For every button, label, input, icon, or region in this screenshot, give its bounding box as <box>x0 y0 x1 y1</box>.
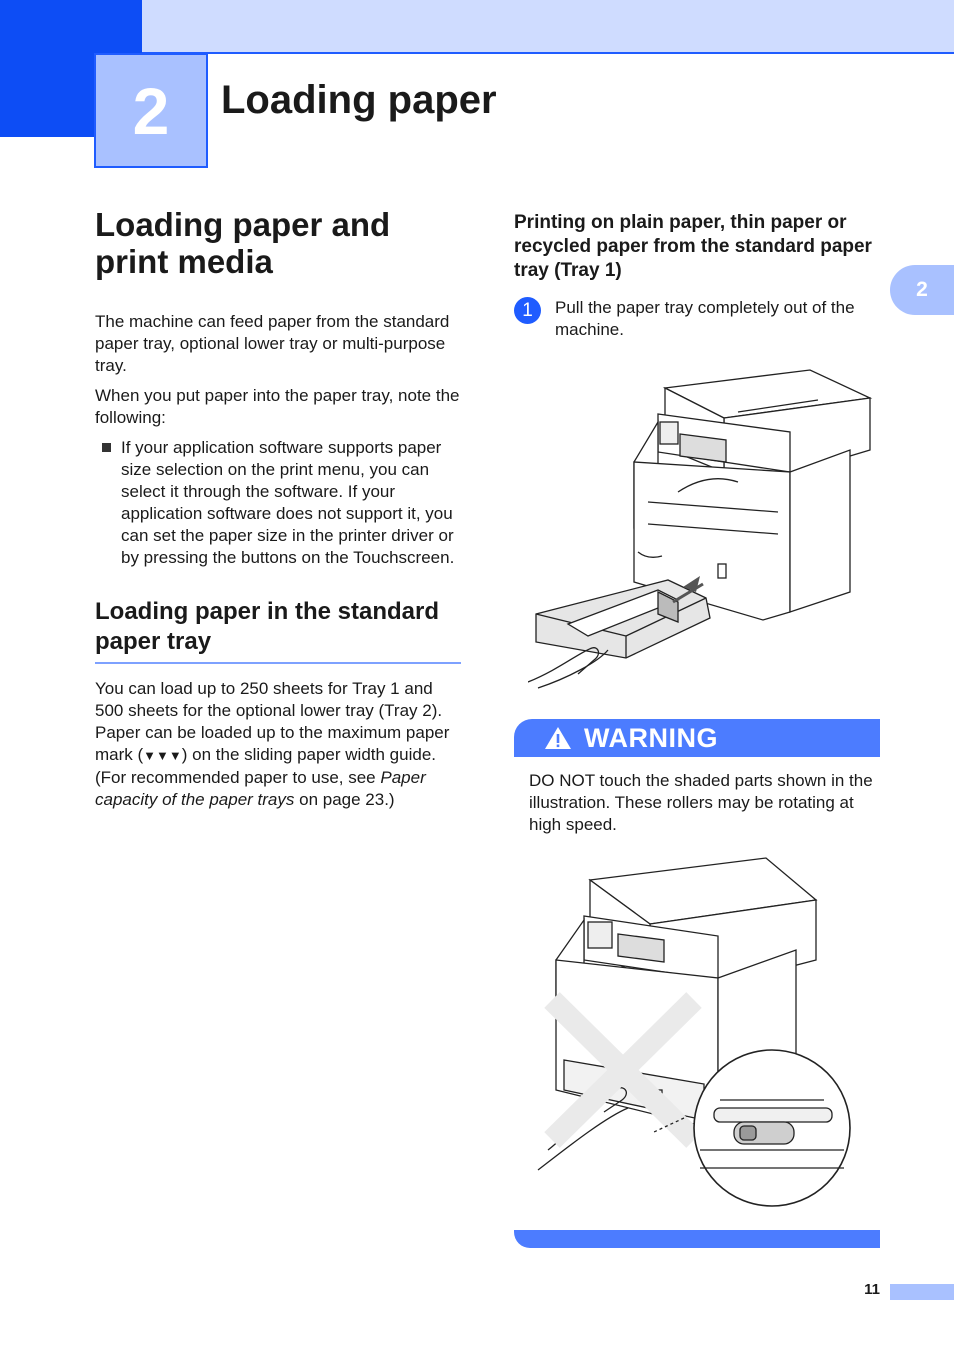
tray-capacity-text-1: You can load up to 250 sheets for Tray 1… <box>95 678 450 764</box>
printer-rollers-warning-illustration <box>537 857 851 1207</box>
bullet-item: If your application software supports pa… <box>95 437 461 569</box>
step-1-text: Pull the paper tray completely out of th… <box>555 298 855 339</box>
subsection-title: Loading paper in the standard paper tray <box>95 597 461 664</box>
section-title: Loading paper and print media <box>95 206 391 280</box>
page-number: 11 <box>864 1281 880 1298</box>
step-1-number: 1 <box>514 297 541 324</box>
step-1: 1 Pull the paper tray completely out of … <box>514 297 880 341</box>
warning-text: DO NOT touch the shaded parts shown in t… <box>529 771 873 834</box>
tray-capacity-text-3: on page 23.) <box>294 789 395 809</box>
bullet-text: If your application software supports pa… <box>121 437 455 567</box>
tray-capacity-text-2: ) on the sliding paper width guide. (For… <box>95 744 437 787</box>
printer-tray-out-illustration <box>528 369 873 689</box>
procedure-title: Printing on plain paper, thin paper or r… <box>514 212 872 281</box>
chapter-number-box: 2 <box>94 53 208 168</box>
header-band <box>142 0 954 54</box>
intro-paragraph-2: When you put paper into the paper tray, … <box>95 385 460 427</box>
side-chapter-tab-label: 2 <box>916 278 928 301</box>
warning-banner: WARNING <box>514 719 880 757</box>
right-column: Printing on plain paper, thin paper or r… <box>514 211 880 341</box>
left-column: Loading paper and print media The machin… <box>95 206 461 819</box>
side-chapter-tab[interactable]: 2 <box>890 265 954 315</box>
warning-end-bar <box>514 1230 880 1248</box>
paper-capacity-link[interactable]: Paper capacity of the paper trays <box>95 767 426 809</box>
warning-label: WARNING <box>584 722 718 753</box>
page-number-tab <box>890 1284 954 1300</box>
warning-triangle-icon <box>545 727 571 749</box>
intro-paragraph-1: The machine can feed paper from the stan… <box>95 311 450 375</box>
chapter-number: 2 <box>132 73 170 148</box>
square-bullet-icon <box>102 442 111 452</box>
max-paper-mark-icon: ▼▼▼ <box>143 747 182 763</box>
tray-capacity-paragraph: You can load up to 250 sheets for Tray 1… <box>95 678 461 811</box>
chapter-title: Loading paper <box>221 78 497 122</box>
